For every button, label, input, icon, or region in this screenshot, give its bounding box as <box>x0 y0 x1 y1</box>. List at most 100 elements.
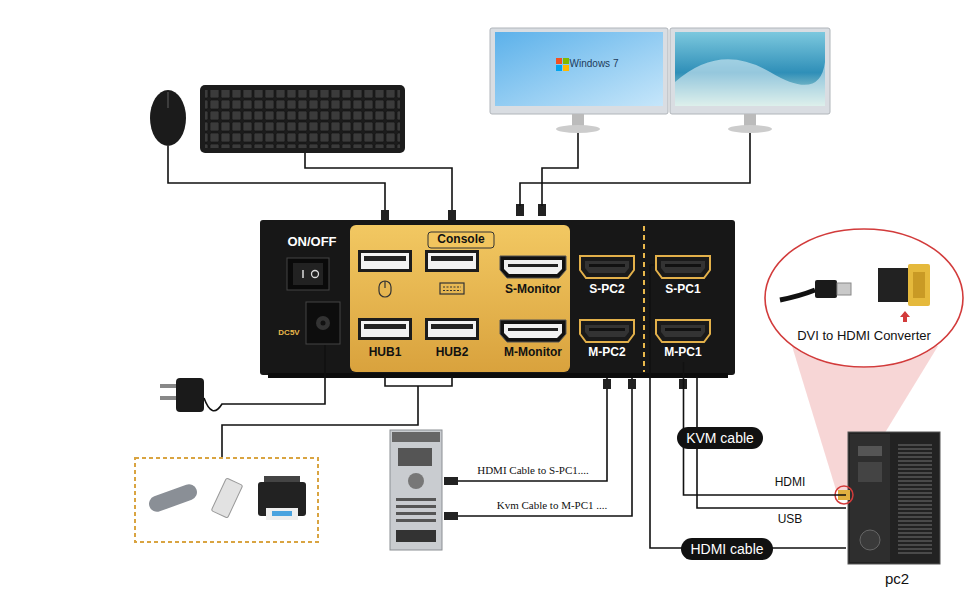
cable-note: HDMI Cable to S-PC1.... <box>477 464 589 477</box>
monitor-part <box>670 28 830 114</box>
cable-plug-part <box>381 210 389 220</box>
monitor-part <box>563 65 569 71</box>
usb-port-part <box>425 250 479 272</box>
hdmi-port: M-PC2 <box>577 318 637 362</box>
monitor-part <box>675 32 825 106</box>
usb-port-part <box>358 250 412 272</box>
hdmi-port: S-PC1 <box>654 253 713 299</box>
usb-port-part <box>361 321 409 337</box>
hdmi-port-part <box>589 264 625 267</box>
callout-text: DVI to HDMI Converter <box>797 329 931 344</box>
usb-port: HUB2 <box>422 316 482 362</box>
port-label: S-PC1 <box>665 283 700 297</box>
power-adapter-part <box>160 396 176 400</box>
kvm-switch-body: ON/OFFDC5VConsoleS-MonitorHUB1HUB2M-Moni… <box>260 220 735 375</box>
console-cables <box>168 146 452 212</box>
callout-outline <box>765 229 963 367</box>
monitor-part <box>572 114 584 126</box>
computer-label: pc2 <box>885 570 909 587</box>
computer-tower-part <box>398 448 432 466</box>
port-label: M-PC2 <box>588 346 625 360</box>
console-panel: ConsoleS-MonitorHUB1HUB2M-Monitor <box>350 225 570 372</box>
converter-callout-part <box>780 290 815 300</box>
pc1-cables-part <box>444 477 458 485</box>
hdmi-port: M-PC1 <box>654 318 713 362</box>
hdmi-port-part <box>500 256 566 278</box>
usb-port-part <box>431 256 473 261</box>
usb-port-part <box>428 253 476 269</box>
hub-cables-part <box>385 376 452 386</box>
computer-tower-part <box>898 444 932 554</box>
pc1-cables-part <box>458 378 632 516</box>
converter-callout-part <box>908 264 930 306</box>
computer-tower-part <box>396 519 436 522</box>
port-icon-part <box>384 281 385 288</box>
hdmi-port <box>500 256 566 342</box>
hdmi-port-part <box>508 264 558 267</box>
kvm-housing-part <box>260 220 735 375</box>
pc1-cables-part <box>444 512 458 520</box>
mouse <box>150 90 186 146</box>
monitor-part <box>556 58 562 64</box>
power-adapter <box>160 345 325 412</box>
usb-devices-part <box>272 511 292 516</box>
panel-title: Console <box>437 233 484 247</box>
converter-callout <box>764 228 964 368</box>
computer-tower-part <box>850 434 890 562</box>
hdmi-port-part <box>656 256 710 278</box>
hdmi-port-part <box>500 320 566 342</box>
hdmi-port-part <box>585 261 629 273</box>
wire-label: USB <box>778 513 803 527</box>
hdmi-port-part <box>665 264 701 267</box>
screen-text: Windows 7 <box>570 58 619 70</box>
port-label: HUB1 <box>369 346 402 360</box>
power-jack-part <box>316 316 330 330</box>
hdmi-port: S-PC2 <box>577 253 637 299</box>
converter-callout-part <box>913 272 925 298</box>
port-label: S-PC2 <box>589 283 624 297</box>
power-switch-part <box>293 263 323 285</box>
usb-port-part <box>364 324 406 329</box>
monitor-cables <box>520 133 750 206</box>
hdmi-port-part <box>665 328 701 331</box>
converter-callout-part <box>878 268 908 302</box>
power-label: DC5V <box>278 328 299 337</box>
mouse-part <box>167 92 168 108</box>
converter-callout-part <box>900 311 910 322</box>
usb-devices-part <box>147 482 199 514</box>
usb-port: HUB1 <box>355 316 415 362</box>
mouse-part <box>150 90 186 146</box>
monitor-part <box>490 28 668 114</box>
power-switch-part <box>302 270 304 278</box>
cable-plug-part <box>448 210 456 220</box>
monitor-part <box>675 59 825 106</box>
kvm-housing-part <box>350 225 570 372</box>
cable-connector <box>650 265 846 548</box>
computer-tower-part <box>858 446 882 456</box>
callout-outline <box>764 228 964 368</box>
pc1-cables-part <box>603 379 611 389</box>
port-label: HUB2 <box>436 346 469 360</box>
hdmi-port-part <box>589 328 625 331</box>
monitor-part <box>744 114 756 126</box>
hdmi-port-part <box>508 328 558 331</box>
computer-tower-part <box>860 530 880 550</box>
kvm-housing <box>260 220 735 378</box>
power-switch-part <box>287 258 329 290</box>
computer-tower <box>390 430 442 550</box>
hub-cables-part <box>222 386 418 458</box>
power-switch <box>287 258 329 290</box>
port-label: M-Monitor <box>504 346 562 360</box>
hdmi-port-part <box>580 320 634 342</box>
hdmi-port-part <box>656 320 710 342</box>
usb-port-part <box>361 253 409 269</box>
kvm-housing-part <box>428 232 494 248</box>
computer-tower-part <box>848 432 940 564</box>
power-adapter-part <box>176 378 204 412</box>
power-adapter-part <box>204 345 325 411</box>
console-cables-part <box>168 146 385 212</box>
keyboard-part <box>200 85 405 153</box>
